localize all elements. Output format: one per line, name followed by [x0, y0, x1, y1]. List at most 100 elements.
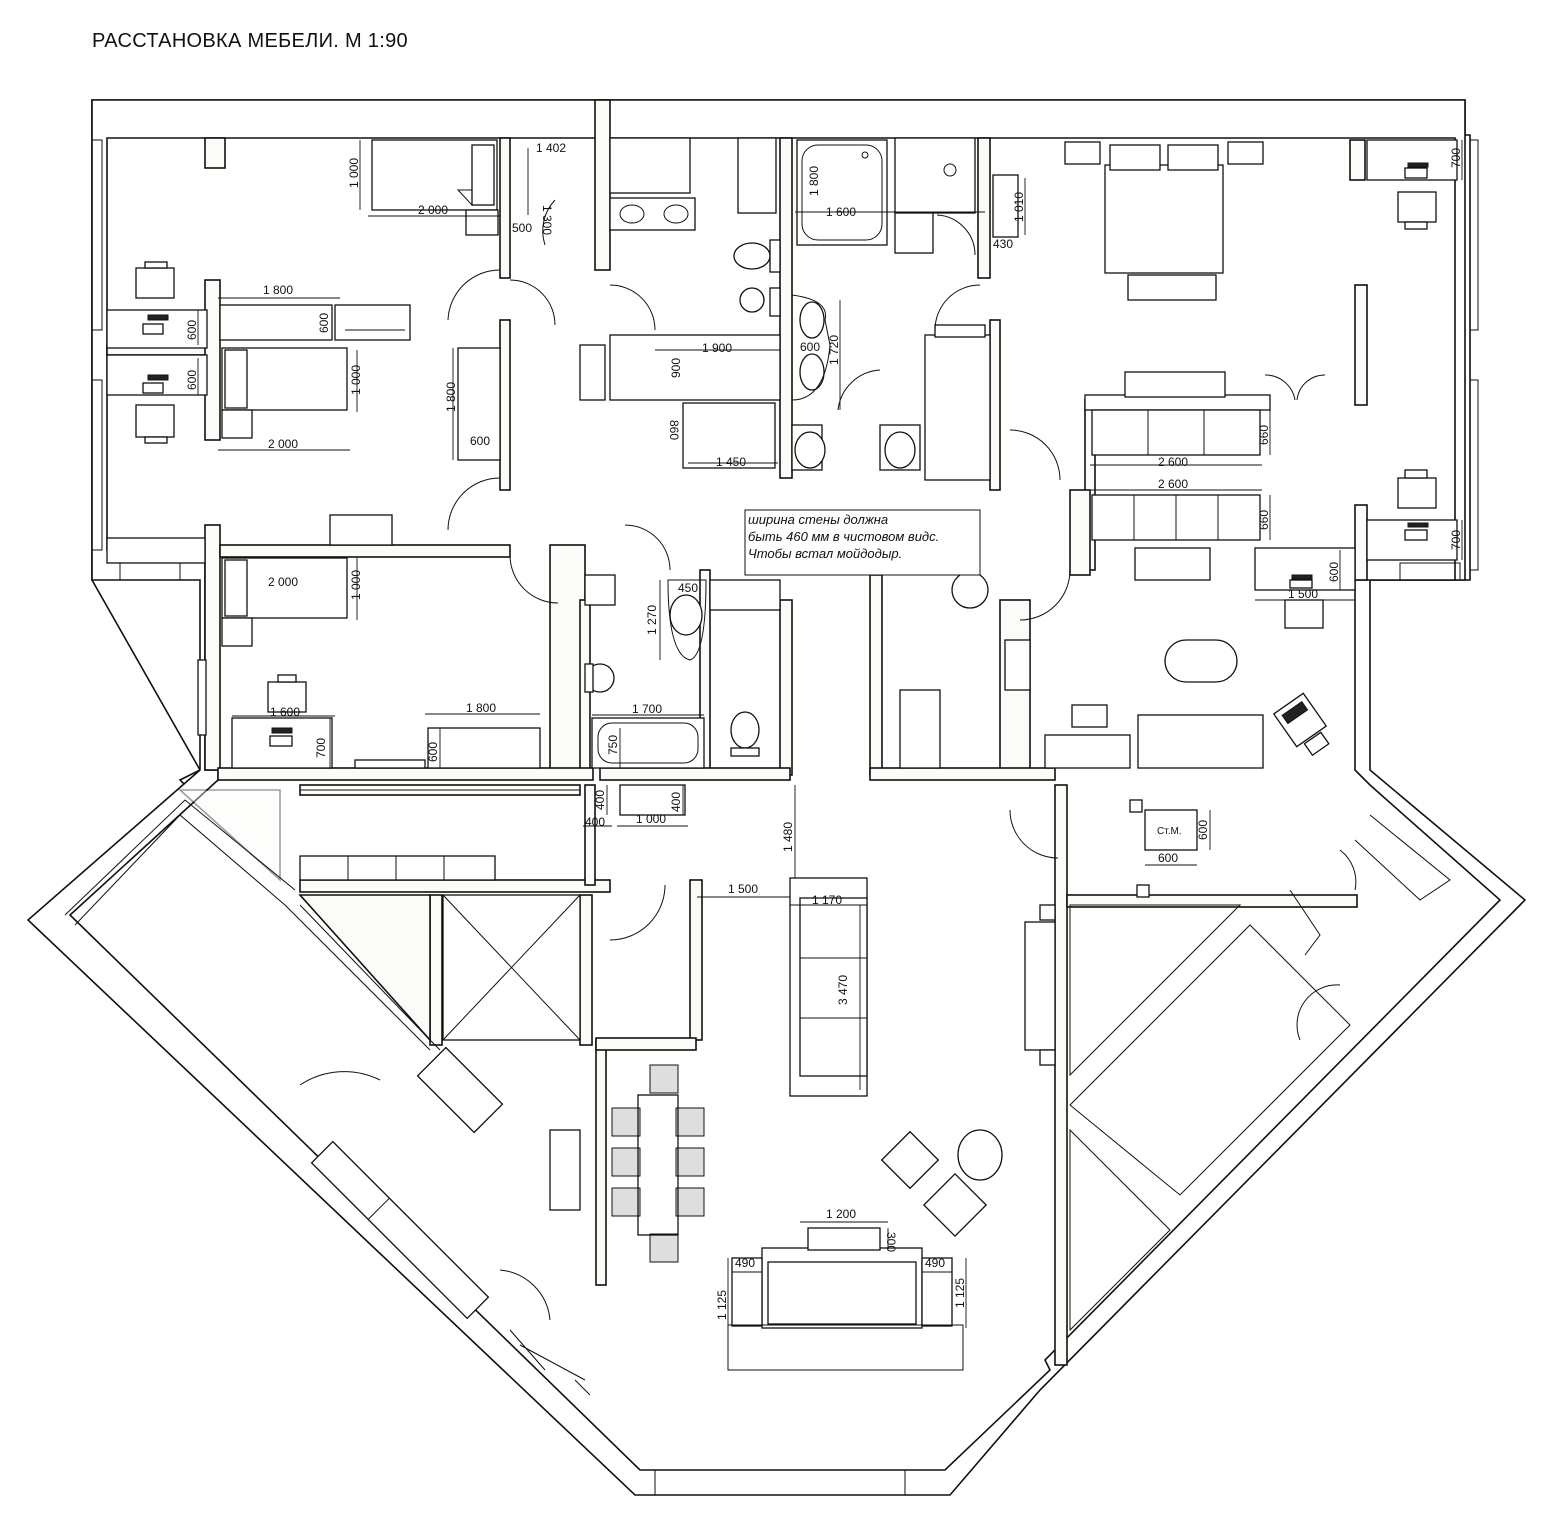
dim-label: 1 800 — [263, 283, 293, 297]
chair — [1284, 599, 1324, 629]
dim-label: 450 — [678, 581, 698, 595]
dim-label: 430 — [993, 237, 1013, 251]
dim-label: 750 — [606, 735, 620, 755]
dim-label: 1 270 — [645, 605, 659, 635]
dim-label: 660 — [1257, 510, 1271, 530]
wardrobe — [457, 347, 501, 461]
dim-label: 1 800 — [807, 166, 821, 196]
dim-label: 600 — [426, 742, 440, 762]
toilet — [730, 711, 760, 749]
dim-label: 900 — [669, 358, 683, 378]
kitchen-counter — [299, 855, 496, 881]
dim-label: 3 470 — [836, 975, 850, 1005]
dim-label: 500 — [512, 221, 532, 235]
note-box: ширина стены должна быть 460 мм в чистов… — [744, 509, 981, 576]
wardrobe — [427, 727, 541, 769]
dim-label: 1 600 — [270, 705, 300, 719]
dim-label: 2 000 — [268, 575, 298, 589]
dim-label: 860 — [667, 420, 681, 440]
fridge-label: Ст.М. — [1157, 826, 1182, 837]
bathtub — [591, 717, 705, 769]
dim-label: 1 480 — [781, 822, 795, 852]
dim-label: 490 — [735, 1256, 755, 1270]
fridge — [1144, 809, 1198, 851]
dim-label: 700 — [314, 738, 328, 758]
dim-label: 1 010 — [1012, 192, 1026, 222]
sink — [799, 301, 825, 339]
dim-label: 600 — [185, 370, 199, 390]
office — [1044, 469, 1458, 769]
bedroom-3 — [197, 557, 541, 769]
dim-label: 2 600 — [1158, 455, 1188, 469]
dim-label: 1 000 — [347, 158, 361, 188]
dimension-lines — [197, 140, 1463, 1328]
sink — [799, 353, 825, 391]
sink — [669, 594, 703, 636]
dining-chairs — [611, 1064, 705, 1263]
sofa — [1137, 714, 1264, 769]
bathtub — [796, 139, 888, 246]
dim-label: 600 — [470, 434, 490, 448]
dim-label: 1 000 — [349, 570, 363, 600]
bathroom-top — [579, 137, 991, 481]
chair — [135, 404, 175, 438]
dim-label: 400 — [593, 790, 607, 810]
note-line-1: ширина стены должна — [748, 512, 888, 527]
toilet — [733, 242, 771, 270]
dim-label: 1 700 — [632, 702, 662, 716]
toilet — [739, 287, 765, 313]
dim-label: 1 170 — [812, 893, 842, 907]
dim-label: 1 720 — [827, 335, 841, 365]
dim-label: 700 — [1449, 530, 1463, 550]
double-bed — [1104, 164, 1224, 274]
dim-label: 1 300 — [540, 205, 554, 235]
bathroom-middle — [584, 571, 1031, 769]
left-diagonal-walls — [64, 799, 591, 1396]
dim-label: 1 800 — [466, 701, 496, 715]
bedroom-2 — [106, 347, 501, 564]
dim-label: 1 600 — [826, 205, 856, 219]
dining-table — [637, 1094, 679, 1236]
dim-label: 1 125 — [953, 1278, 967, 1308]
dim-label: 660 — [1257, 425, 1271, 445]
dim-label: 300 — [884, 1232, 898, 1252]
note-line-3: Чтобы встал мойдодыр. — [748, 546, 902, 561]
dim-label: 600 — [317, 313, 331, 333]
desk — [231, 717, 333, 769]
dim-label: 1 125 — [715, 1290, 729, 1320]
dim-label: 1 500 — [1288, 587, 1318, 601]
dim-label: 1 200 — [826, 1207, 856, 1221]
plan-title: РАССТАНОВКА МЕБЕЛИ. М 1:90 — [92, 30, 408, 52]
chair — [135, 267, 175, 299]
right-diagonal-rooms — [1069, 814, 1451, 1332]
dim-label: 1 800 — [444, 382, 458, 412]
dim-label: 2 000 — [268, 437, 298, 451]
chair — [1397, 477, 1437, 509]
coffee-table — [1164, 639, 1238, 683]
dim-label: 400 — [585, 815, 605, 829]
dim-label: 1 000 — [636, 812, 666, 826]
dim-label: 600 — [1196, 820, 1210, 840]
dim-label: 600 — [1158, 851, 1178, 865]
dim-label: 600 — [1327, 562, 1341, 582]
bedroom-1 — [106, 139, 499, 349]
note-line-2: быть 460 мм в чистовом видс. — [748, 529, 939, 544]
chair — [1397, 191, 1437, 223]
service-block — [177, 784, 686, 1043]
dim-label: 2 600 — [1158, 477, 1188, 491]
master-bedroom — [992, 139, 1458, 541]
dim-label: 1 450 — [716, 455, 746, 469]
dim-label: 1 000 — [349, 365, 363, 395]
dim-label: 2 000 — [418, 203, 448, 217]
dimension-labels: 2 000 1 000 1 402 1 300 500 1 800 600 60… — [185, 141, 1463, 1320]
dim-label: 1 900 — [702, 341, 732, 355]
chair — [267, 681, 307, 713]
living-room — [310, 799, 1198, 1371]
dim-label: 1 402 — [536, 141, 566, 155]
dim-label: 1 500 — [728, 882, 758, 896]
dim-label: 600 — [185, 320, 199, 340]
doors — [299, 199, 1357, 1321]
dim-label: 490 — [925, 1256, 945, 1270]
dim-label: 600 — [800, 340, 820, 354]
